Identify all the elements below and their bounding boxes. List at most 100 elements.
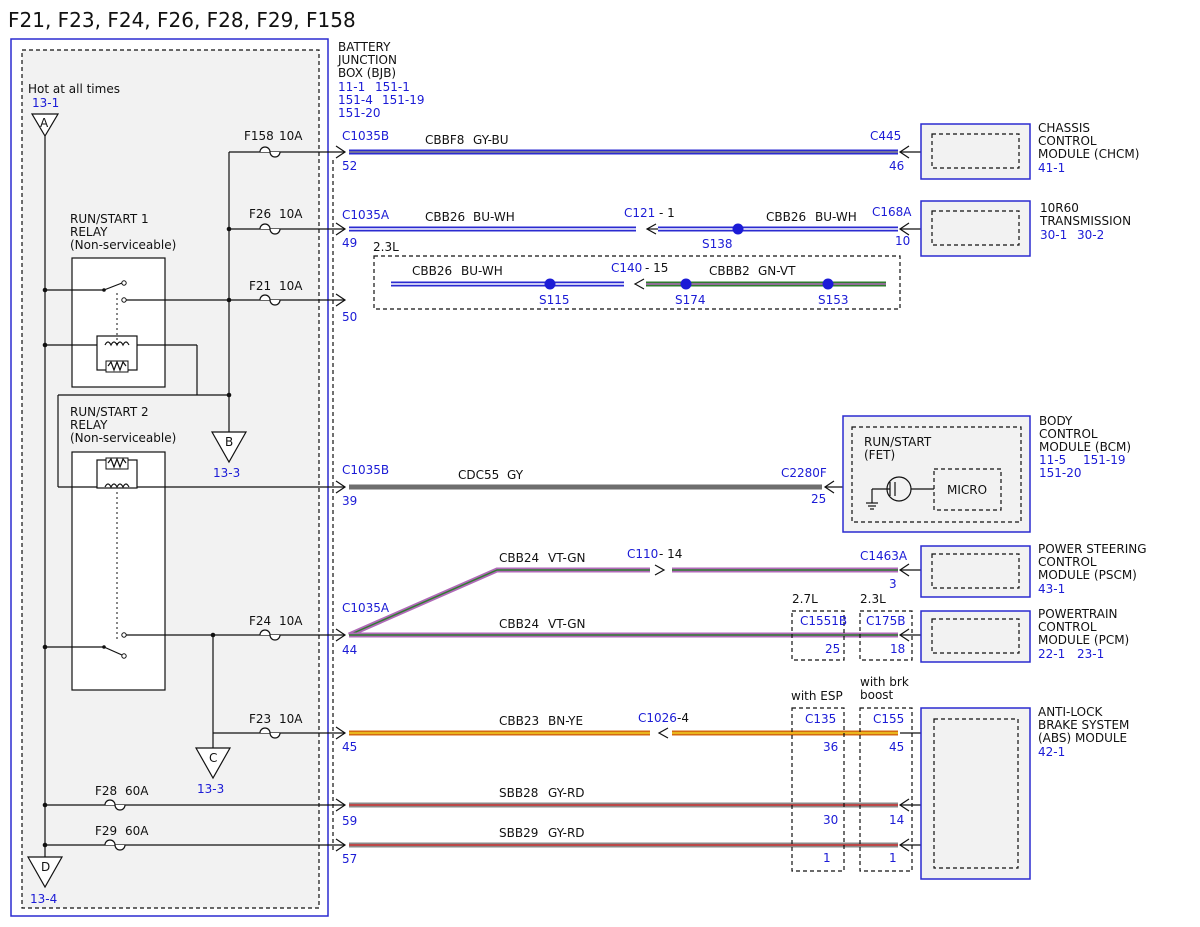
offpage-ref: 13-3 xyxy=(213,466,240,480)
connector-label: C2280F xyxy=(781,466,827,480)
connector-label: C1035A xyxy=(342,601,390,615)
offpage-letter: D xyxy=(41,860,50,874)
variant-box xyxy=(791,610,845,661)
pin-label: 39 xyxy=(342,494,357,508)
inline-connector: C121 xyxy=(624,206,655,220)
module-ref: 151-20 xyxy=(1039,466,1082,480)
pin-label: 46 xyxy=(889,159,904,173)
module-ref: 23-1 xyxy=(1077,647,1104,661)
wire-color: VT-GN xyxy=(548,551,585,565)
fuse-label: F29 xyxy=(95,824,117,838)
pin-label: 59 xyxy=(342,814,357,828)
pin-label: 18 xyxy=(890,642,905,656)
variant-label: with ESP xyxy=(791,689,843,703)
pin-label: 1 xyxy=(823,851,831,865)
bjb-outline xyxy=(10,38,329,917)
pin-label: 45 xyxy=(889,740,904,754)
hot-ref: 13-1 xyxy=(32,96,59,110)
circuit-id: CBB24 xyxy=(499,617,539,631)
fuse-label: F26 xyxy=(249,207,271,221)
pin-label: 49 xyxy=(342,236,357,250)
circuit-id: CBB26 xyxy=(425,210,465,224)
bjb-ref: 151-1 xyxy=(375,80,410,94)
circuit-id: CBBB2 xyxy=(709,264,750,278)
page-title: F21, F23, F24, F26, F28, F29, F158 xyxy=(8,8,356,32)
fuse-label: F24 xyxy=(249,614,271,628)
wire-color: BU-WH xyxy=(473,210,515,224)
fuse-rating: 10A xyxy=(279,712,303,726)
inline-pin: - 14 xyxy=(659,547,682,561)
splice-label: S174 xyxy=(675,293,706,307)
pin-label: 25 xyxy=(811,492,826,506)
splice-label: S138 xyxy=(702,237,733,251)
circuit-id: SBB29 xyxy=(499,826,538,840)
bjb-internal-wiring xyxy=(42,136,347,857)
circuit-id: CDC55 xyxy=(458,468,499,482)
fuse-rating: 10A xyxy=(279,129,303,143)
connector-label: C1035B xyxy=(342,129,389,143)
inline-pin: - 15 xyxy=(645,261,668,275)
bjb-ref: 151-4 xyxy=(338,93,373,107)
pin-label: 50 xyxy=(342,310,357,324)
inline-pin: - 1 xyxy=(659,206,675,220)
variant-box xyxy=(791,707,845,872)
pin-label: 3 xyxy=(889,577,897,591)
wire-color: VT-GN xyxy=(548,617,585,631)
hot-label: Hot at all times xyxy=(28,82,120,96)
connector-label: C1035A xyxy=(342,208,390,222)
fuse-rating: 10A xyxy=(279,614,303,628)
module-ref: 30-1 xyxy=(1040,228,1067,242)
pin-label: 52 xyxy=(342,159,357,173)
fuse-rating: 10A xyxy=(279,279,303,293)
module-ref: 11-5 xyxy=(1039,453,1066,467)
circuit-labels: C1035B 52 CBBF8 GY-BU C445 46 C1035A 49 … xyxy=(342,129,912,866)
pin-label: 25 xyxy=(825,642,840,656)
wire-color: GY xyxy=(507,468,524,482)
wire-color: BU-WH xyxy=(815,210,857,224)
bjb-ref: 11-1 xyxy=(338,80,365,94)
connector-label: C155 xyxy=(873,712,904,726)
pin-label: 57 xyxy=(342,852,357,866)
fuse-label: F158 xyxy=(244,129,274,143)
wire-color: GY-BU xyxy=(473,133,509,147)
splice-dot xyxy=(680,278,692,290)
connector-label: C1463A xyxy=(860,549,908,563)
pin-label: 44 xyxy=(342,643,357,657)
wire-color: BN-YE xyxy=(548,714,583,728)
variant-box xyxy=(859,707,913,872)
module-ref: 41-1 xyxy=(1038,161,1065,175)
offpage-ref: 13-4 xyxy=(30,892,57,906)
circuit-id: CBB26 xyxy=(766,210,806,224)
wire-color: BU-WH xyxy=(461,264,503,278)
variant-box-2-3l xyxy=(373,255,901,310)
splice-label: S115 xyxy=(539,293,570,307)
pin-label: 14 xyxy=(889,813,904,827)
connector-label: C175B xyxy=(866,614,906,628)
pin-label: 30 xyxy=(823,813,838,827)
bjb-ref: 151-19 xyxy=(382,93,425,107)
module-ref: 30-2 xyxy=(1077,228,1104,242)
pin-label: 10 xyxy=(895,234,910,248)
inline-connector: C110 xyxy=(627,547,658,561)
module-ref: 43-1 xyxy=(1038,582,1065,596)
module-ref: 151-19 xyxy=(1083,453,1126,467)
module-inner-label: RUN/START(FET) xyxy=(864,435,932,462)
module-ref: 22-1 xyxy=(1038,647,1065,661)
offpage-letter: A xyxy=(40,116,49,130)
relay-2-box xyxy=(71,451,166,691)
variant-label: 2.3L xyxy=(860,592,886,606)
